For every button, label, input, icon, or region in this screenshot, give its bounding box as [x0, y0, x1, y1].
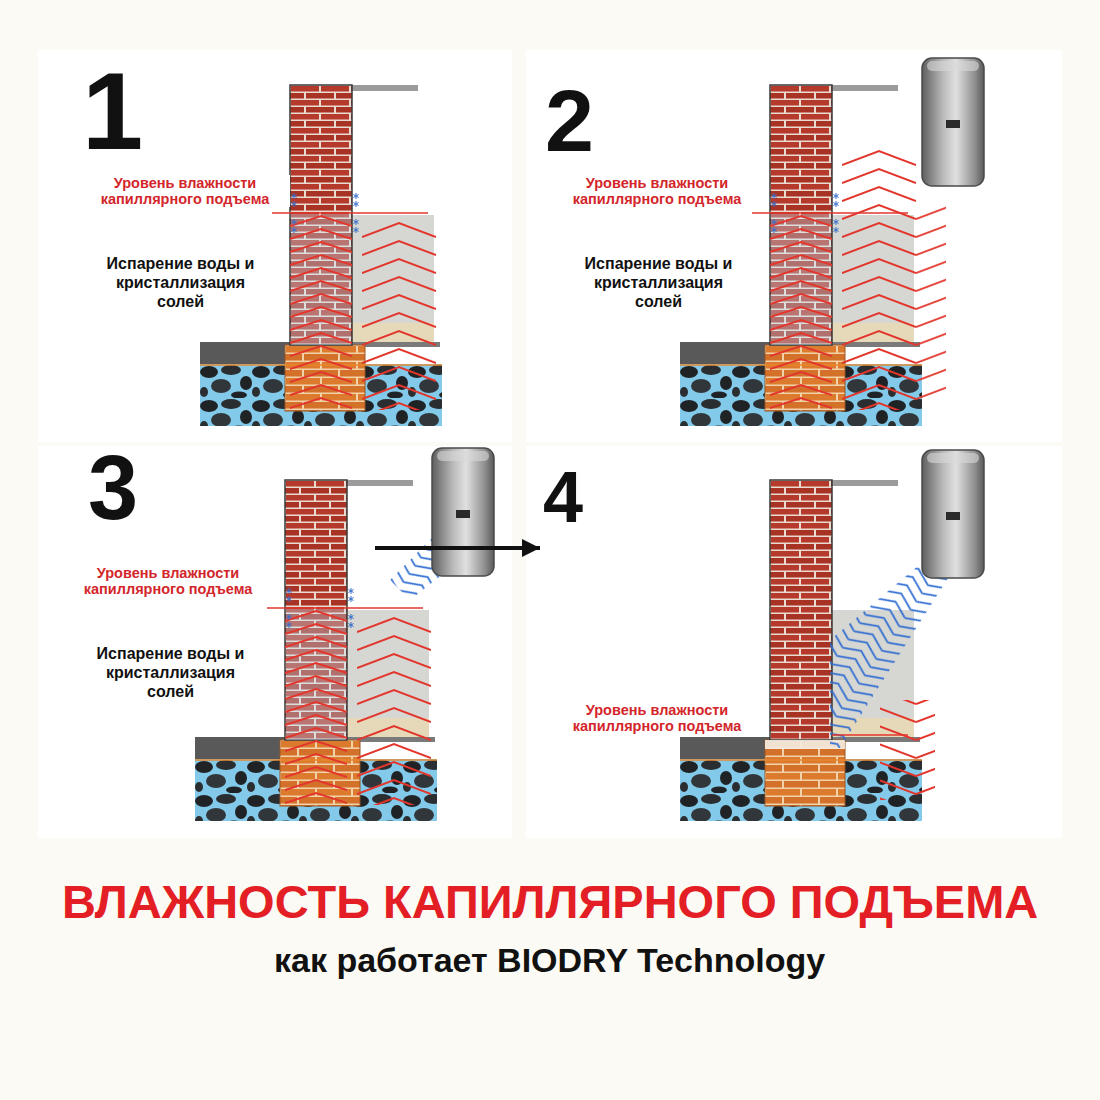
- process-label: Испарение воды и кристаллизация солей: [98, 254, 263, 311]
- panel-number: 3: [88, 443, 168, 533]
- heater-device: [432, 448, 494, 576]
- diagram-title: ВЛАЖНОСТЬ КАПИЛЛЯРНОГО ПОДЪЕМА: [62, 878, 1038, 925]
- heater-device: [922, 58, 984, 186]
- heater-device: [922, 450, 984, 578]
- diagram-panel: 1Уровень влажности капиллярного подъемаИ…: [40, 55, 375, 438]
- panel-card: [38, 50, 512, 442]
- panel-card: [526, 446, 1062, 838]
- level-label: Уровень влажности капиллярного подъема: [552, 702, 762, 734]
- level-label: Уровень влажности капиллярного подъема: [80, 175, 290, 207]
- step-arrow: [375, 546, 540, 550]
- diagram-panel: 4Уровень влажности капиллярного подъема: [540, 440, 1060, 840]
- process-label: Испарение воды и кристаллизация солей: [576, 254, 741, 311]
- level-label: Уровень влажности капиллярного подъема: [63, 565, 273, 597]
- level-label: Уровень влажности капиллярного подъема: [552, 175, 762, 207]
- diagram-panel: 3Уровень влажности капиллярного подъемаИ…: [40, 440, 375, 840]
- panel-number: 4: [543, 461, 613, 533]
- panel-number: 2: [545, 77, 625, 165]
- process-label: Испарение воды и кристаллизация солей: [88, 644, 253, 701]
- diagram-panel: 2Уровень влажности капиллярного подъемаИ…: [540, 55, 1060, 438]
- diagram-caption: как работает BIODRY Technology: [274, 943, 825, 977]
- panel-card: [526, 50, 1062, 442]
- wall-section: [680, 480, 950, 821]
- panel-number: 1: [82, 56, 172, 166]
